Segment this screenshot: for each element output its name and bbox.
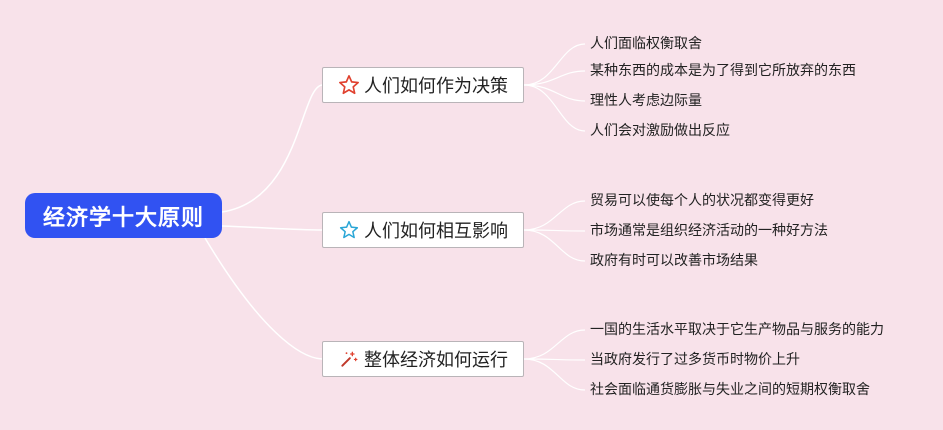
magic-wand-icon: [338, 348, 360, 370]
branch-topic-decisions[interactable]: 人们如何作为决策: [322, 67, 524, 103]
star-outline-blue-icon: [338, 219, 360, 241]
leaf-topic[interactable]: 一国的生活水平取决于它生产物品与服务的能力: [590, 322, 884, 338]
connector-b3-leaf-3: [523, 358, 586, 391]
branch-topic-interactions[interactable]: 人们如何相互影响: [322, 212, 524, 248]
branch-topic-economy[interactable]: 整体经济如何运行: [322, 341, 524, 377]
leaf-topic[interactable]: 政府有时可以改善市场结果: [590, 253, 758, 269]
root-topic-label: 经济学十大原则: [42, 205, 204, 231]
connector-b1-leaf-3: [523, 84, 586, 102]
leaf-topic[interactable]: 人们会对激励做出反应: [590, 123, 730, 139]
connector-b1-leaf-4: [523, 84, 586, 132]
connector-b2-leaf-1: [523, 200, 586, 231]
connector-b1-leaf-2: [523, 70, 586, 86]
connector-root-branch-2: [221, 225, 323, 231]
leaf-topic[interactable]: 社会面临通货膨胀与失业之间的短期权衡取舍: [590, 382, 870, 398]
connector-root-branch-3: [204, 237, 323, 360]
leaf-topic[interactable]: 当政府发行了过多货币时物价上升: [590, 352, 800, 368]
leaf-topic[interactable]: 市场通常是组织经济活动的一种好方法: [590, 223, 828, 239]
leaf-topic[interactable]: 贸易可以使每个人的状况都变得更好: [590, 193, 814, 209]
connector-b3-leaf-1: [523, 329, 586, 360]
branch-topic-label: 整体经济如何运行: [364, 350, 508, 371]
branch-topic-label: 人们如何相互影响: [364, 221, 508, 242]
root-topic[interactable]: 经济学十大原则: [25, 193, 222, 238]
connector-root-branch-1: [221, 84, 323, 213]
leaf-topic[interactable]: 人们面临权衡取舍: [590, 36, 702, 52]
connector-b1-leaf-1: [523, 43, 586, 86]
leaf-topic[interactable]: 某种东西的成本是为了得到它所放弃的东西: [590, 63, 856, 79]
leaf-topic[interactable]: 理性人考虑边际量: [590, 93, 702, 109]
star-outline-red-icon: [338, 74, 360, 96]
connector-b2-leaf-3: [523, 229, 586, 262]
branch-topic-label: 人们如何作为决策: [364, 76, 508, 97]
